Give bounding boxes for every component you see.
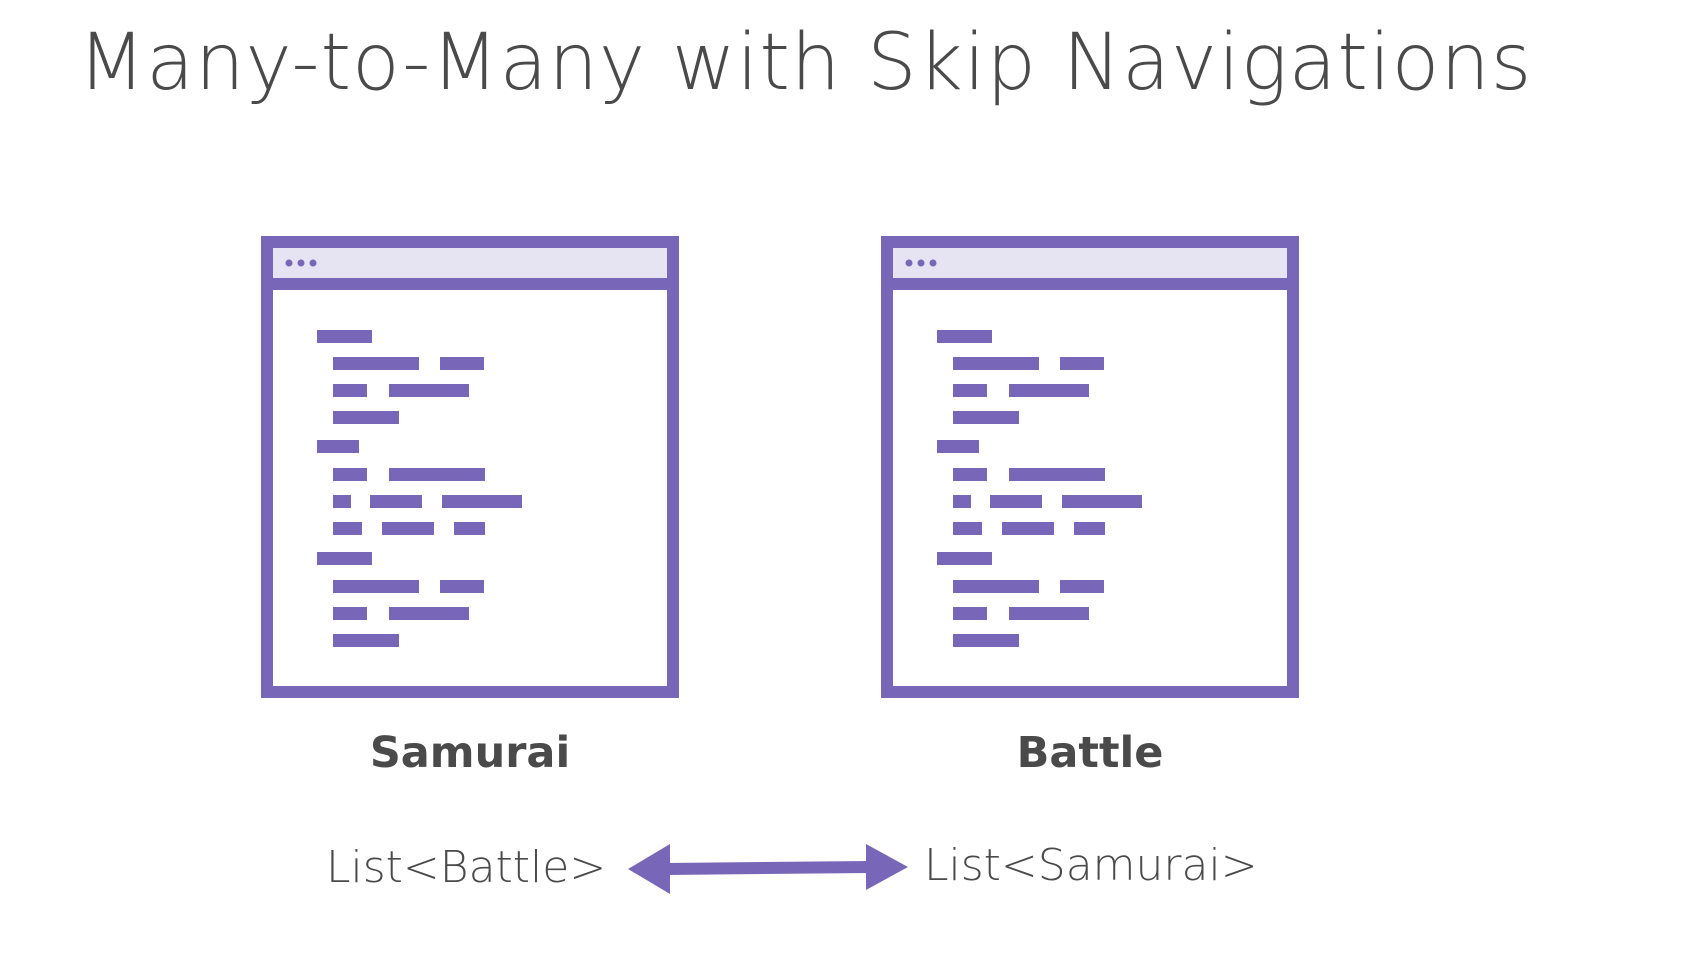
samurai-code-window-icon xyxy=(261,236,679,698)
samurai-window-graphic xyxy=(261,236,679,698)
window-dot-icon xyxy=(297,259,305,267)
battle-window-graphic xyxy=(881,236,1299,698)
battle-label: Battle xyxy=(1016,728,1164,778)
window-dot-icon xyxy=(929,259,937,267)
window-dot-icon xyxy=(917,259,925,267)
code-lines-icon xyxy=(937,330,1142,647)
slide-title: Many-to-Many with Skip Navigations xyxy=(78,18,1533,108)
window-dot-icon xyxy=(309,259,317,267)
window-dot-icon xyxy=(285,259,293,267)
double-headed-arrow-icon xyxy=(628,844,908,894)
battle-navigation-label: List<Samurai> xyxy=(924,840,1258,891)
window-dot-icon xyxy=(905,259,913,267)
battle-code-window-icon xyxy=(881,236,1299,698)
samurai-navigation-label: List<Battle> xyxy=(326,842,607,893)
samurai-label: Samurai xyxy=(369,728,571,778)
code-lines-icon xyxy=(317,330,522,647)
